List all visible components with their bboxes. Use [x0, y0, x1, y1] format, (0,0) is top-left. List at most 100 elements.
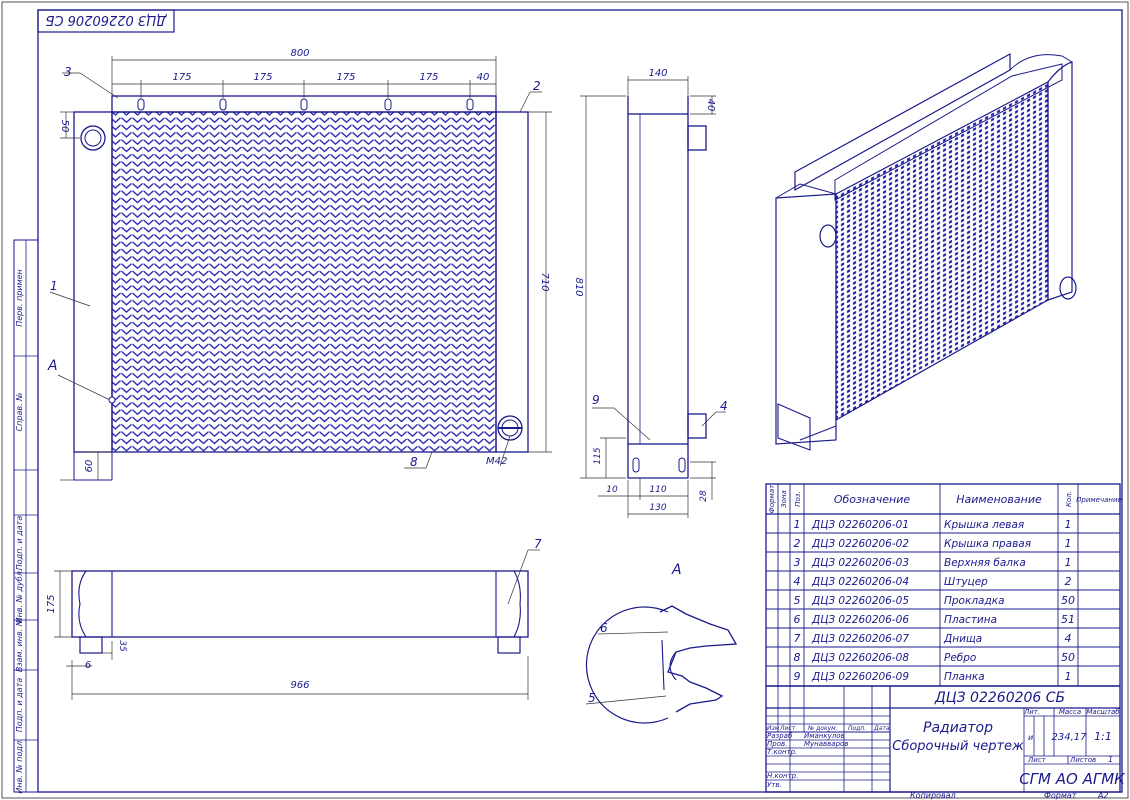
dim-label: 130: [649, 503, 666, 513]
tb-role: Т.контр.: [767, 748, 797, 756]
dim-label: 6: [85, 660, 91, 671]
top-stamp: ДЦЗ 02260206 СБ: [37, 9, 175, 33]
dim-label: 810: [573, 277, 584, 296]
title-subtitle: Сборочный чертеж: [892, 739, 1024, 754]
spec-code: ДЦЗ 02260206-05: [811, 595, 909, 607]
spec-code: ДЦЗ 02260206-09: [811, 671, 909, 683]
dim-label: 175: [172, 72, 191, 83]
pos-label: 4: [720, 399, 728, 413]
pos-label: 1: [50, 279, 58, 293]
left-strip: Перв. примен Справ. № Подп. и дата Инв. …: [13, 239, 39, 794]
spec-name: Днища: [943, 633, 982, 645]
tb-org: СГМ АО АГМК: [1019, 770, 1126, 788]
spec-name: Пластина: [944, 614, 997, 626]
tb-lit: Лит.: [1023, 708, 1040, 716]
detail-marker: A: [47, 358, 58, 374]
left-cover: [73, 111, 113, 453]
spec-pos: 4: [794, 575, 801, 588]
title-name: Радиатор: [923, 720, 993, 736]
spec-qty: 50: [1061, 651, 1075, 664]
strip-label: Подп. и дата: [15, 516, 24, 571]
title-block: ДЦЗ 02260206 СБ Радиатор Сборочный черте…: [765, 685, 1126, 793]
strip-label: Справ. №: [15, 393, 24, 432]
spec-pos: 9: [794, 670, 801, 683]
dim-label: 966: [290, 680, 309, 691]
spec-name: Крышка правая: [944, 538, 1031, 550]
tb-mass-value: 234,17: [1052, 732, 1088, 743]
detail-title: A: [671, 562, 682, 578]
tb-role: Пров.: [767, 740, 787, 748]
fitting-lower: [687, 413, 707, 439]
format-label: Формат: [1044, 791, 1077, 800]
tb-person: Мунаввaров: [804, 740, 848, 748]
format-value: А2: [1097, 791, 1109, 800]
dim-label: 10: [606, 485, 618, 495]
dim-label: 35: [117, 640, 127, 652]
spec-qty: 51: [1061, 613, 1075, 626]
spec-code: ДЦЗ 02260206-01: [811, 519, 909, 531]
spec-qty: 2: [1065, 575, 1072, 588]
spec-pos: 3: [794, 556, 801, 569]
spec-table: Формат Зона Поз. Обозначение Наименовани…: [765, 483, 1122, 687]
thread-label: M42: [486, 456, 507, 467]
spec-code: ДЦЗ 02260206-08: [811, 652, 909, 664]
dim-label: 175: [253, 72, 272, 83]
pos-label: 9: [592, 393, 600, 407]
spec-pos: 7: [794, 632, 801, 645]
spec-qty: 4: [1065, 632, 1072, 645]
dim-label: 40: [477, 72, 490, 83]
dim-label: 710: [539, 272, 550, 291]
spec-pos: 8: [794, 651, 801, 664]
spec-name: Верхняя балка: [944, 557, 1026, 569]
tb-col: Дата: [873, 725, 890, 732]
spec-pos: 6: [794, 613, 801, 626]
spec-name: Ребро: [944, 652, 976, 664]
detail-view-a: A 6 5: [585, 562, 738, 724]
spec-name: Крышка левая: [944, 519, 1024, 531]
spec-code: ДЦЗ 02260206-02: [811, 538, 909, 550]
spec-qty: 1: [1065, 537, 1072, 550]
tb-role: Утв.: [767, 781, 782, 789]
copied-label: Копировал: [910, 791, 956, 800]
spec-code: ДЦЗ 02260206-03: [811, 557, 909, 569]
strip-label: Подп. и дата: [15, 678, 24, 733]
right-cover: [495, 111, 529, 453]
front-view: 800 175 175 175 175 40 710 50 60 M42 A 3…: [47, 48, 552, 481]
spec-header: Примечание: [1076, 496, 1122, 504]
spec-name: Прокладка: [944, 595, 1005, 607]
spec-header: Формат: [768, 484, 776, 513]
dim-label: 175: [46, 594, 57, 613]
pos-label: 6: [600, 621, 608, 635]
spec-qty: 1: [1065, 670, 1072, 683]
pos-label: 3: [64, 65, 72, 79]
fin-core: [111, 111, 497, 453]
spec-header: Кол.: [1065, 491, 1073, 507]
spec-code: ДЦЗ 02260206-04: [811, 576, 909, 588]
spec-header: Поз.: [794, 491, 802, 507]
spec-header: Обозначение: [834, 493, 911, 506]
strip-label: Инв. № подл.: [15, 738, 24, 793]
tb-mass: Масса: [1059, 708, 1081, 716]
dim-label: 28: [699, 490, 709, 502]
tb-col: Лист: [779, 725, 796, 732]
dim-label: 800: [290, 48, 309, 59]
spec-code: ДЦЗ 02260206-07: [811, 633, 909, 645]
spec-pos: 1: [794, 518, 801, 531]
strip-label: Взам. инв. №: [15, 618, 24, 672]
tb-col: Изм: [767, 725, 780, 732]
spec-header: Наименование: [956, 493, 1042, 506]
tb-col: № докум.: [807, 725, 838, 732]
dim-label: 40: [705, 99, 716, 112]
spec-pos: 2: [794, 537, 801, 550]
side-view: 140 40 810 115 10 110 130 28 9 4: [573, 68, 728, 518]
tb-person: Иманкулов: [804, 732, 845, 740]
spec-qty: 1: [1065, 518, 1072, 531]
tb-sheet: Лист: [1027, 756, 1047, 764]
tb-scale: Масштаб: [1086, 708, 1120, 716]
pos-label: 8: [410, 455, 418, 469]
tb-lit-value: и: [1028, 733, 1033, 742]
spec-code: ДЦЗ 02260206-06: [811, 614, 909, 626]
spec-header: Зона: [780, 490, 788, 508]
dim-label: 175: [419, 72, 438, 83]
